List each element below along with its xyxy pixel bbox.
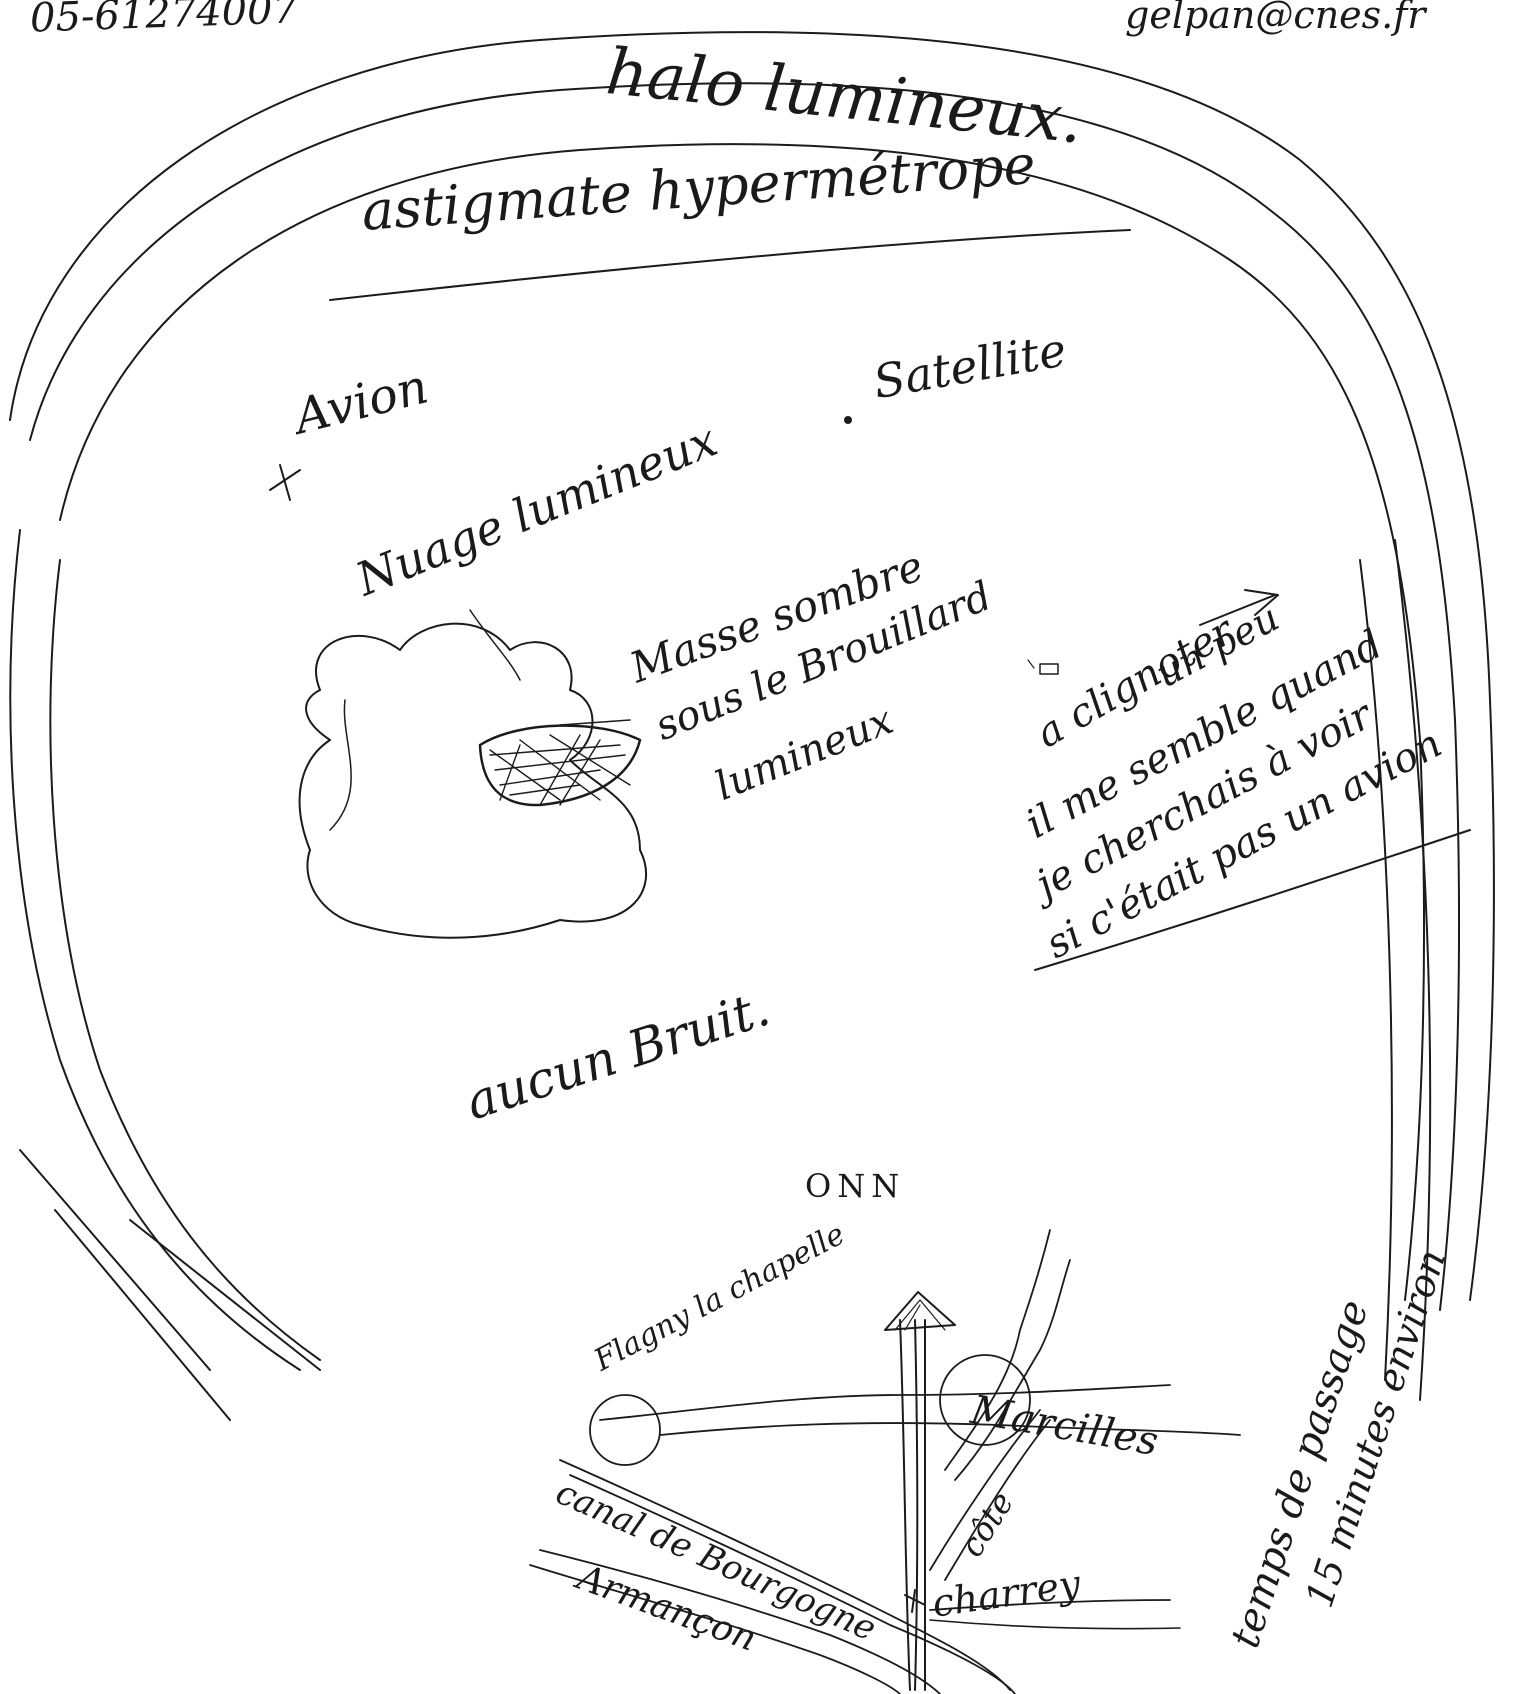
- diagonal-stroke-2: [55, 1210, 230, 1420]
- astigmate-underline: [330, 230, 1130, 300]
- halo-arc-left-lower: [10, 530, 300, 1370]
- phone-number: 05-61274007: [29, 0, 298, 39]
- satellite-dot: [844, 416, 852, 424]
- avion-marker: [270, 465, 300, 500]
- halo-arc-right-down: [1360, 560, 1392, 1380]
- blink-icon: [1028, 660, 1058, 674]
- halo-arc-left-lower-2: [50, 560, 320, 1360]
- email-address: gelpan@cnes.fr: [1125, 0, 1425, 34]
- dark-mass: [480, 726, 640, 805]
- nuage-pointer: [470, 610, 520, 680]
- cloud-inner-stroke: [330, 700, 351, 830]
- diagonal-stroke-3: [130, 1220, 320, 1370]
- map-sketch: [530, 1230, 1240, 1694]
- label-direction: ONN: [805, 1170, 905, 1202]
- masse-pointer: [560, 720, 630, 725]
